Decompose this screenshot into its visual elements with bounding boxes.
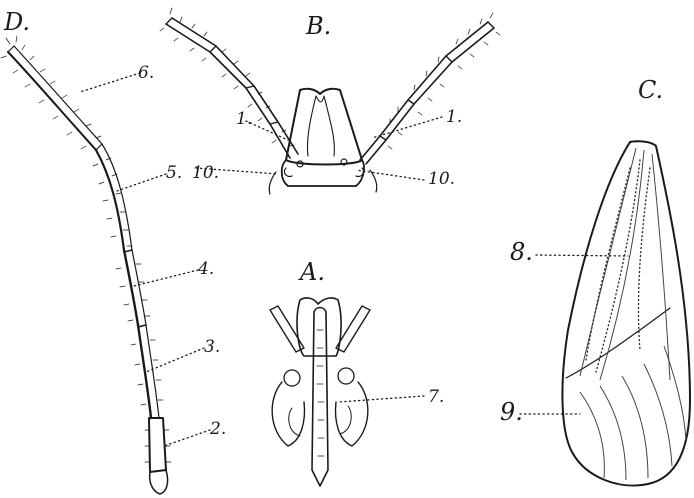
figure-label-b: B. [305, 12, 331, 40]
callout-3: 3. [204, 337, 220, 357]
leader-lines [80, 73, 628, 446]
callout-7: 7. [428, 387, 444, 407]
callout-8: 8. [510, 238, 533, 266]
leader-10-right [356, 170, 424, 180]
leader-1-left [246, 121, 288, 140]
callout-6: 6. [138, 63, 154, 83]
leader-2 [164, 430, 210, 446]
callout-10-right: 10. [428, 169, 455, 189]
figure-label-d: D. [3, 8, 30, 36]
figure-d-antenna [1, 36, 171, 494]
callout-10-left: 10. [192, 163, 219, 183]
callout-2: 2. [209, 419, 226, 439]
figure-label-a: A. [298, 258, 325, 286]
leader-6 [80, 73, 140, 92]
leader-8 [536, 255, 628, 256]
figure-c-wing [562, 141, 690, 485]
leader-1-right [372, 117, 442, 138]
leader-4 [134, 270, 198, 286]
leader-7 [338, 396, 424, 402]
figure-label-c: C. [638, 76, 663, 104]
figure-a-proboscis [270, 298, 370, 486]
callout-5: 5. [166, 163, 182, 183]
leader-5 [114, 174, 166, 192]
callout-4: 4. [197, 259, 214, 279]
callout-1-left: 1. [236, 109, 252, 129]
callout-1-right: 1. [446, 107, 462, 127]
callout-9: 9. [500, 398, 523, 426]
